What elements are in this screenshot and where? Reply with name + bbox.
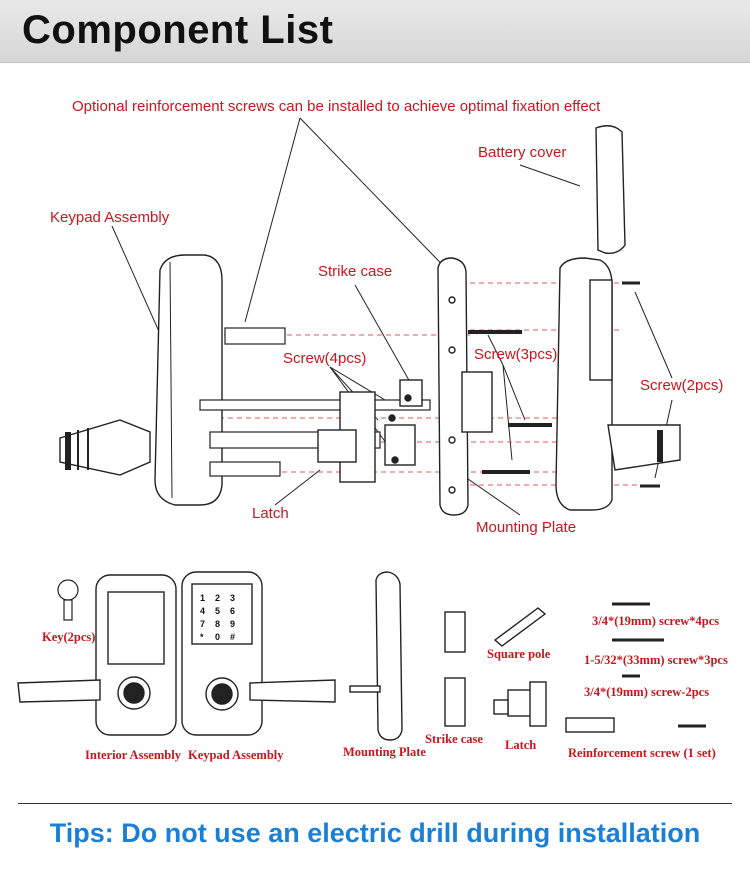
keypad-key: 8 [215,619,220,629]
latch-part-label: Latch [505,738,537,752]
screw-19mm-2pcs-label: 3/4*(19mm) screw-2pcs [584,685,710,699]
keypad-key: * [200,632,204,642]
keypad-assembly-part-label: Keypad Assembly [188,748,284,762]
mounting-plate-drawing [437,257,493,516]
keypad-key: 1 [200,593,205,603]
mounting-plate-label: Mounting Plate [476,519,577,536]
header-bar: Component List [0,0,750,63]
latch-part [493,681,547,727]
keypad-key: 7 [200,619,205,629]
keypad-assembly-drawing [59,254,223,506]
screw-33mm-3pcs-label: 1-5/32*(33mm) screw*3pcs [584,653,728,667]
square-pole-label: Square pole [487,647,551,661]
strike-case-part-top [444,611,466,653]
keypad-assembly-part [181,571,336,736]
keypad-digits: 1 2 3 4 5 6 7 8 9 * 0 # [200,593,235,642]
keypad-key: 4 [200,606,205,616]
reinforcement-screw-part [565,717,706,733]
screw-3pcs-label: Screw(3pcs) [474,346,558,363]
strike-case-part-bottom [444,677,466,727]
strike-case-part-label: Strike case [425,732,483,746]
battery-cover-drawing [595,125,626,255]
keypad-key: 3 [230,593,235,603]
keypad-key: 2 [215,593,220,603]
page-title: Component List [22,8,334,52]
screw-19mm-4pcs-label: 3/4*(19mm) screw*4pcs [592,614,720,628]
keypad-key: # [230,632,235,642]
battery-cover-label: Battery cover [478,144,567,161]
section-divider [18,803,732,804]
strike-case-label: Strike case [318,263,393,280]
keypad-key: 6 [230,606,235,616]
strike-latch-drawing [317,379,423,483]
reinforcement-screw-label: Reinforcement screw (1 set) [568,746,716,760]
latch-label: Latch [252,505,289,522]
key-label: Key(2pcs) [42,630,96,644]
screw-2pcs-label: Screw(2pcs) [640,377,724,394]
long-screws [468,330,552,474]
screw-4pcs-label: Screw(4pcs) [283,350,367,367]
square-pole-part [493,607,547,647]
interior-assembly-part [17,574,177,736]
interior-assembly-label: Interior Assembly [85,748,181,762]
parts-screws [612,602,664,678]
optional-screws-note: Optional reinforcement screws can be ins… [72,98,601,115]
keypad-key: 0 [215,632,220,642]
mounting-plate-part [349,571,403,741]
key-drawing [57,579,79,621]
small-screws [622,281,660,488]
keypad-assembly-label: Keypad Assembly [50,209,170,226]
keypad-key: 5 [215,606,220,616]
mounting-plate-part-label: Mounting Plate [343,745,426,759]
keypad-key: 9 [230,619,235,629]
tips-banner: Tips: Do not use an electric drill durin… [49,818,701,848]
interior-assembly-drawing [555,257,681,511]
